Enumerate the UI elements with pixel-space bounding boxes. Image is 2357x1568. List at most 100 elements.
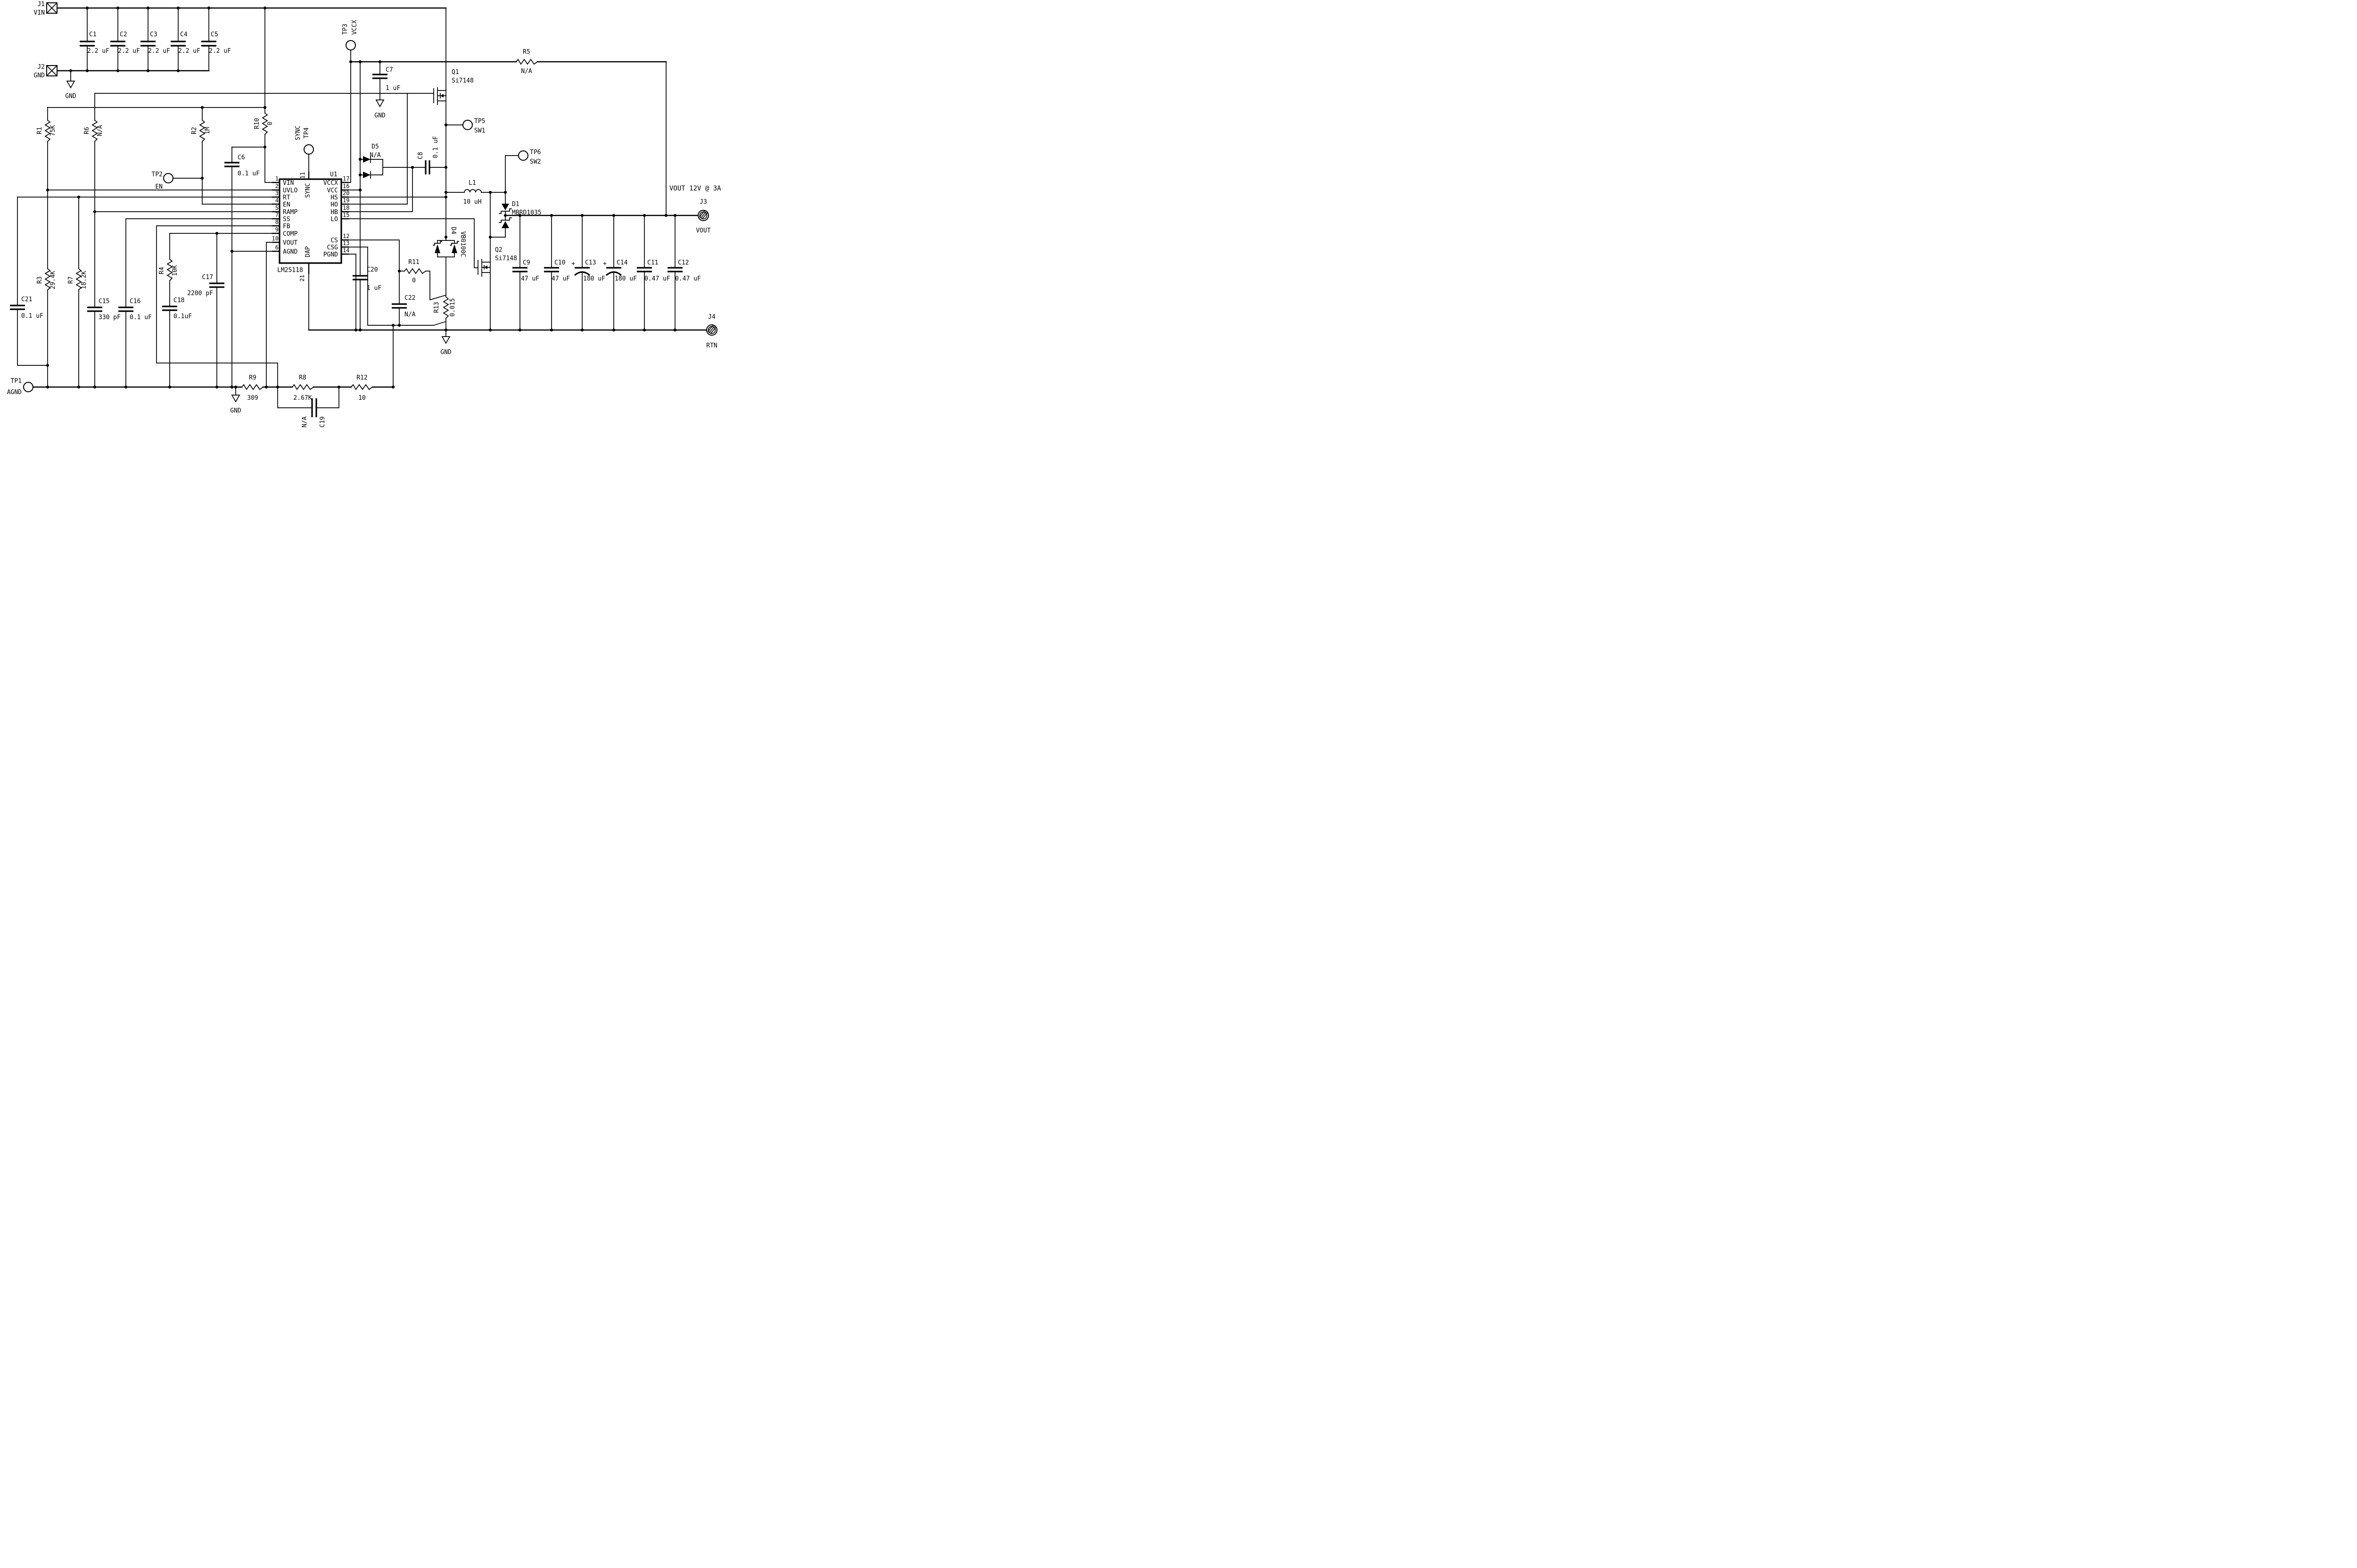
r1-value: 75K [49, 125, 57, 136]
r11-value: 0 [412, 277, 416, 284]
ic-part-label: LM25118 [277, 267, 303, 274]
c21-ref: C21 [21, 296, 32, 303]
l1-value: 10 uH [463, 198, 481, 206]
connector-j3 [698, 210, 709, 221]
c22-value: N/A [404, 311, 416, 318]
c6-value: 0.1 uF [238, 170, 260, 177]
ic-pin-agnd-name: AGND [283, 248, 297, 256]
c22-ref: C22 [404, 295, 415, 302]
ic-pin-ho-name: HO [330, 201, 338, 208]
c15-value: 330 pF [99, 314, 121, 321]
ic-pin-rt-name: RT [283, 194, 290, 201]
c13-polarity: + [571, 260, 575, 267]
ic-pin-dap-name: DAP [305, 246, 312, 257]
c15-ref: C15 [99, 298, 109, 305]
r7-ref: R7 [67, 276, 74, 284]
gnd-label-j2: GND [65, 93, 76, 100]
ic-pin21-num: 21 [299, 275, 305, 281]
d1-value: MBRD1035 [512, 209, 542, 216]
tp3-net-label: VCCX [351, 20, 358, 34]
ic-pin-ss-name: SS [283, 216, 290, 223]
c7-ref: C7 [386, 66, 393, 74]
ic-pin14-num: 14 [343, 247, 349, 254]
c10-value: 47 uF [552, 275, 570, 282]
c17-value: 2200 pF [187, 290, 213, 297]
connector-j3-net: VOUT [696, 227, 710, 234]
ic-pin-pgnd-name: PGND [323, 251, 338, 258]
r2-value: 1M [204, 127, 211, 134]
r9-ref: R9 [249, 374, 256, 381]
c13-ref: C13 [585, 259, 596, 266]
ic-pin8-num: 8 [275, 219, 279, 225]
c1-value: 2.2 uF [87, 48, 109, 55]
ic-pin18-num: 18 [343, 205, 349, 211]
c12-value: 0.47 uF [675, 275, 701, 282]
gnd-symbols [66, 81, 451, 403]
c20-ref: C20 [367, 266, 378, 273]
r5-value: N/A [521, 68, 532, 75]
d4-value: VB0100C [459, 231, 466, 257]
l1-ref: L1 [469, 180, 476, 187]
connector-j1 [46, 2, 58, 14]
c6-ref: C6 [238, 154, 245, 161]
gnd-label-agnd-rail: GND [230, 407, 241, 414]
c3-value: 2.2 uF [148, 48, 170, 55]
c13-value: 180 uF [583, 275, 605, 282]
c8-ref: C8 [417, 152, 424, 159]
r6-ref: R6 [83, 127, 91, 134]
ic-pin-vccx-name: VCCX [323, 180, 338, 187]
r13-ref: R13 [433, 302, 440, 313]
r12-value: 10 [358, 395, 366, 402]
tp6-ref-label: TP6 [530, 149, 541, 156]
c2-ref: C2 [120, 31, 127, 38]
power-rails [33, 7, 708, 388]
r9-value: 309 [247, 395, 258, 402]
c8-value: 0.1 uF [432, 136, 439, 158]
r4-ref: R4 [158, 267, 165, 274]
tp6-net-label: SW2 [530, 158, 541, 165]
connector-j4 [706, 324, 717, 336]
r6-value: N/A [97, 125, 104, 136]
ic-pin-vout-name: VOUT [283, 239, 297, 247]
ic-pin10-num: 10 [272, 235, 279, 242]
ic-pin15-num: 15 [343, 212, 349, 218]
tp4-ref-label: TP4 [303, 127, 310, 139]
connector-j2 [46, 65, 58, 77]
c2-value: 2.2 uF [118, 48, 140, 55]
schematic-canvas: J1 VIN J2 GND J3 VOUT J4 RTN TP1 AGND TP… [0, 0, 729, 433]
c10-ref: C10 [554, 259, 565, 266]
r8-value: 2.67K [293, 395, 312, 402]
connector-j4-net: RTN [706, 342, 717, 349]
r1-ref: R1 [36, 127, 43, 134]
ic-pin-fb-name: FB [283, 223, 290, 230]
ic-pin5-num: 5 [275, 205, 279, 211]
c9-ref: C9 [523, 259, 530, 266]
gnd-label-power-rail: GND [440, 349, 452, 356]
c20-value: 1 uF [367, 285, 381, 292]
ic-pin-en-name: EN [283, 201, 290, 208]
r7-value: 18.2K [81, 271, 88, 289]
tp1-ref-label: TP1 [11, 378, 22, 385]
c14-ref: C14 [617, 259, 628, 266]
r4-value: 10K [172, 265, 179, 276]
c11-ref: C11 [647, 259, 658, 266]
c19-ref: C19 [319, 416, 326, 427]
r10-value: 0 [267, 122, 274, 125]
ic-pin-uvlo-name: UVLO [283, 187, 297, 194]
c14-value: 180 uF [615, 275, 637, 282]
ic-pin11-num: 11 [299, 172, 306, 179]
connector-j1-net: VIN [34, 9, 45, 17]
ic-ref-label: U1 [330, 171, 338, 178]
r5-ref: R5 [523, 49, 530, 56]
ic-pin7-num: 7 [275, 212, 279, 218]
c7-value: 1 uF [386, 85, 400, 92]
connector-j2-ref: J2 [37, 64, 45, 71]
r10-ref: R10 [254, 118, 261, 129]
q2-value: Si7148 [495, 255, 517, 262]
d1-ref: D1 [512, 201, 519, 208]
junction-dots [46, 6, 677, 389]
q1-ref: Q1 [452, 69, 459, 76]
ic-pin-vcc-name: VCC [327, 187, 338, 194]
diode-symbols [363, 156, 512, 253]
c5-value: 2.2 uF [209, 48, 231, 55]
